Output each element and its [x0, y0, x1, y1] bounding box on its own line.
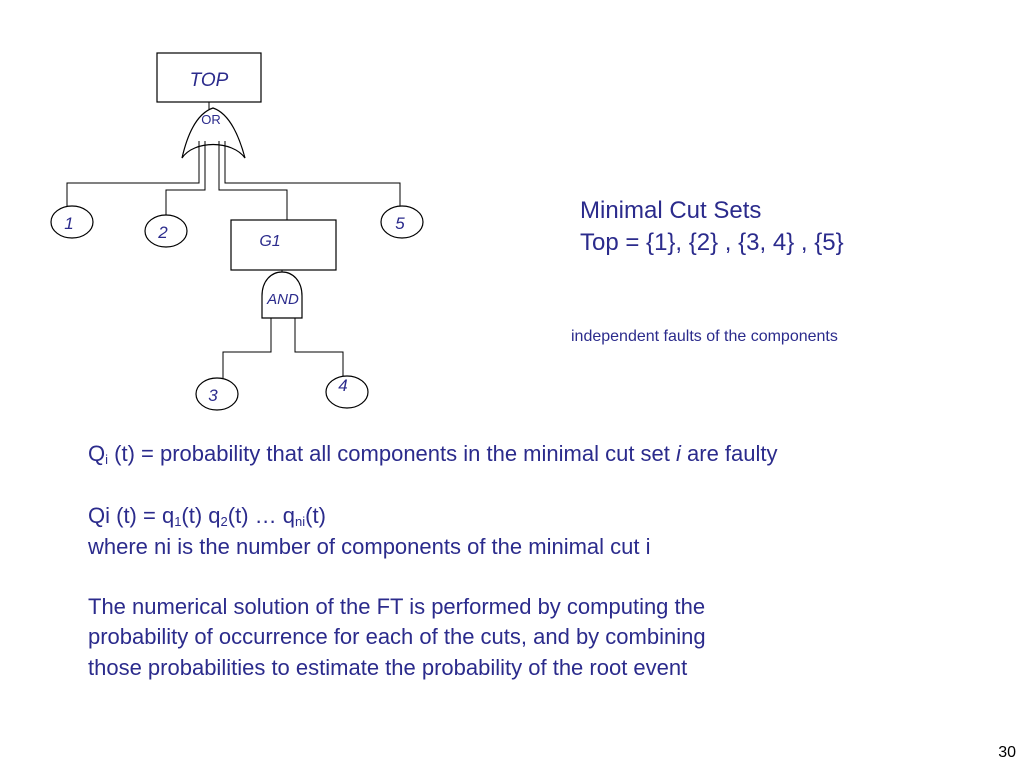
qi-product-part-2: (t) q — [181, 503, 221, 528]
top-event-box — [156, 52, 262, 103]
basic-event-3-label: 3 — [208, 386, 218, 405]
qi-subscript: i — [105, 452, 109, 467]
basic-event-4 — [325, 375, 369, 409]
basic-event-1-label: 1 — [64, 214, 73, 233]
basic-event-2 — [144, 214, 188, 248]
basic-event-1 — [50, 205, 94, 239]
cut-sets-note: independent faults of the components — [571, 328, 838, 345]
qi-product-part-3: (t) … q — [227, 503, 296, 528]
cut-sets-title: Minimal Cut Sets — [580, 197, 762, 224]
qi-definition: Qi (t) = probability that all components… — [88, 439, 778, 469]
or-gate-label: OR — [201, 112, 221, 127]
g1-event-box — [230, 219, 337, 271]
and-gate-label: AND — [266, 291, 299, 308]
fault-tree-diagram: TOP OR 1 2 5 G1 AND 3 4 — [50, 52, 424, 411]
qi-product-sub-1: 1 — [174, 514, 182, 529]
qi-product-sub-3: ni — [295, 514, 306, 529]
qi-italic-i: i — [676, 441, 681, 466]
or-gate-connectors — [66, 141, 401, 220]
or-gate — [181, 107, 246, 159]
basic-event-4-label: 4 — [338, 376, 347, 395]
qi-symbol: Q — [88, 441, 106, 466]
basic-event-3 — [195, 377, 239, 411]
qi-definition-text: (t) = probability that all components in… — [108, 441, 676, 466]
paragraph-line-1: The numerical solution of the FT is perf… — [88, 594, 706, 619]
basic-event-5 — [380, 205, 424, 239]
where-line: where ni is the number of components of … — [88, 534, 651, 559]
and-gate-connectors — [222, 318, 344, 380]
basic-event-2-label: 2 — [157, 223, 168, 242]
top-event-label: TOP — [190, 70, 229, 91]
g1-event-label: G1 — [259, 233, 280, 250]
paragraph-line-2: probability of occurrence for each of th… — [88, 624, 706, 649]
qi-product-part-1: Qi (t) = q — [88, 503, 175, 528]
qi-product-part-4: (t) — [305, 503, 326, 528]
and-gate — [261, 271, 303, 319]
qi-definition-tail: are faulty — [680, 441, 778, 466]
cut-sets-top: Top = {1}, {2} , {3, 4} , {5} — [580, 229, 844, 256]
page-number: 30 — [998, 744, 1016, 761]
qi-product-formula: Qi (t) = q1(t) q2(t) … qni(t) — [88, 501, 326, 531]
paragraph-line-3: those probabilities to estimate the prob… — [88, 655, 688, 680]
basic-event-5-label: 5 — [395, 214, 405, 233]
qi-product-sub-2: 2 — [220, 514, 228, 529]
